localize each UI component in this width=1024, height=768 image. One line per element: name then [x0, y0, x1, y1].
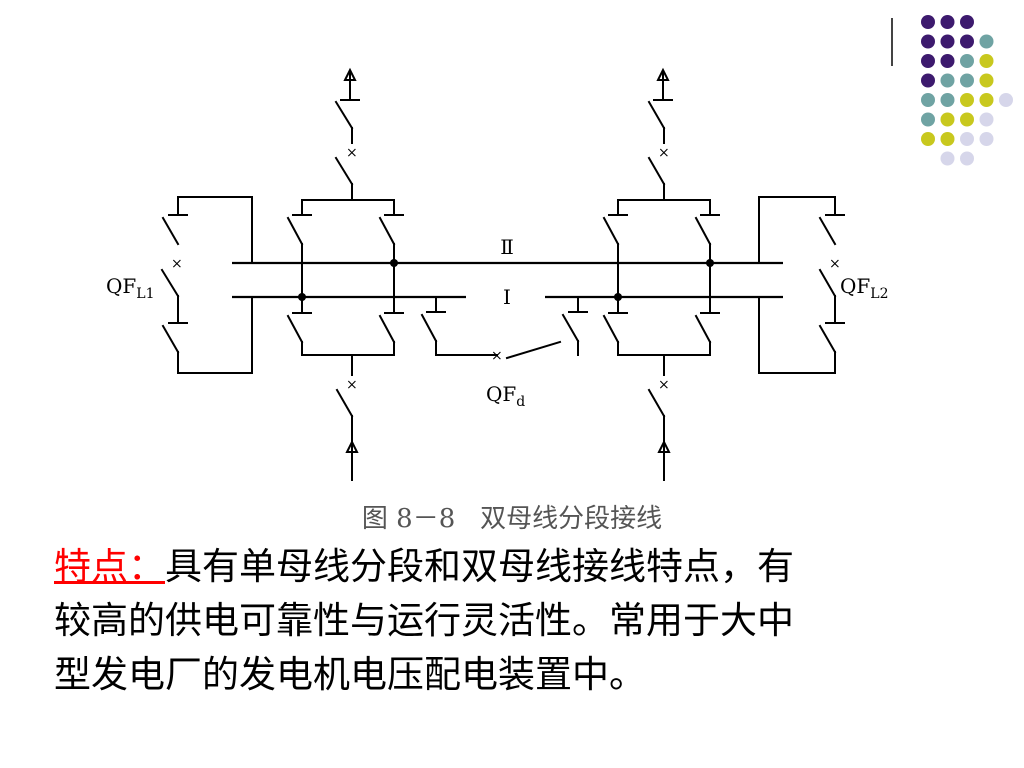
figure-number: 图 8－8: [361, 504, 456, 534]
svg-text:×: ×: [658, 377, 670, 393]
decor-dot: [979, 112, 994, 127]
bus-two-label: Ⅱ: [500, 235, 514, 259]
figure-title: 双母线分段接线: [480, 504, 663, 534]
decor-dot: [960, 151, 974, 166]
decor-dot: [979, 54, 994, 68]
decor-dot: [921, 15, 935, 29]
text-line-1: 具有单母线分段和双母线接线特点，有: [165, 545, 794, 588]
decor-dot: [979, 34, 994, 49]
left-bottom-feeder: ×: [286, 262, 404, 481]
decor-dot: [940, 93, 955, 107]
text-line-3: 型发电厂的发电机电压配电装置中。: [54, 653, 646, 696]
right-top-feeder: ×: [602, 67, 720, 301]
sectional-breaker-circuit: ×: [420, 296, 588, 364]
decor-dot: [940, 132, 955, 146]
decor-dot: [960, 132, 974, 146]
decor-dot: [960, 73, 974, 88]
double-bus-sectionalized-diagram: Ⅱ I ×: [106, 67, 889, 481]
decor-dot: [999, 93, 1013, 107]
decor-dot: [940, 15, 955, 29]
decor-dot: [940, 151, 955, 166]
decorative-dot-grid: [921, 15, 1013, 166]
decor-dot: [979, 132, 994, 146]
figure-caption: 图 8－8 双母线分段接线: [0, 498, 1024, 535]
decor-dot: [960, 54, 974, 68]
svg-text:×: ×: [346, 377, 358, 393]
decor-dot: [921, 132, 935, 146]
decor-dot: [979, 93, 994, 107]
sectional-breaker-label: QFd: [486, 382, 525, 410]
decor-dot: [960, 15, 974, 29]
left-top-feeder: ×: [286, 67, 404, 301]
left-line-breaker-circuit: ×: [160, 196, 253, 374]
svg-text:×: ×: [346, 145, 358, 161]
svg-text:×: ×: [171, 256, 183, 272]
feature-description: 特点：具有单母线分段和双母线接线特点，有 较高的供电可靠性与运行灵活性。常用于大…: [54, 540, 974, 702]
decor-dot: [921, 73, 935, 88]
left-line-breaker-label: QFL1: [106, 274, 155, 302]
right-line-breaker-circuit: ×: [758, 196, 845, 374]
decor-dot: [940, 73, 955, 88]
right-bottom-feeder: ×: [602, 262, 720, 481]
right-line-breaker-label: QFL2: [840, 274, 889, 302]
decor-dot: [940, 34, 955, 49]
corner-divider: [891, 18, 893, 66]
bus-one-label: I: [503, 285, 511, 309]
decor-dot: [960, 112, 974, 127]
svg-text:×: ×: [658, 145, 670, 161]
decor-dot: [979, 73, 994, 88]
text-line-2: 较高的供电可靠性与运行灵活性。常用于大中: [54, 599, 794, 642]
decor-dot: [921, 112, 935, 127]
svg-text:×: ×: [491, 348, 503, 364]
caption-gap: [455, 504, 480, 534]
decor-dot: [921, 34, 935, 49]
feature-label: 特点：: [54, 545, 165, 588]
decor-dot: [921, 54, 935, 68]
decor-dot: [960, 93, 974, 107]
decor-dot: [940, 54, 955, 68]
decor-dot: [960, 34, 974, 49]
decor-dot: [921, 93, 935, 107]
decor-dot: [940, 112, 955, 127]
text-line: 特点：具有单母线分段和双母线接线特点，有: [54, 540, 974, 594]
svg-text:×: ×: [829, 256, 841, 272]
